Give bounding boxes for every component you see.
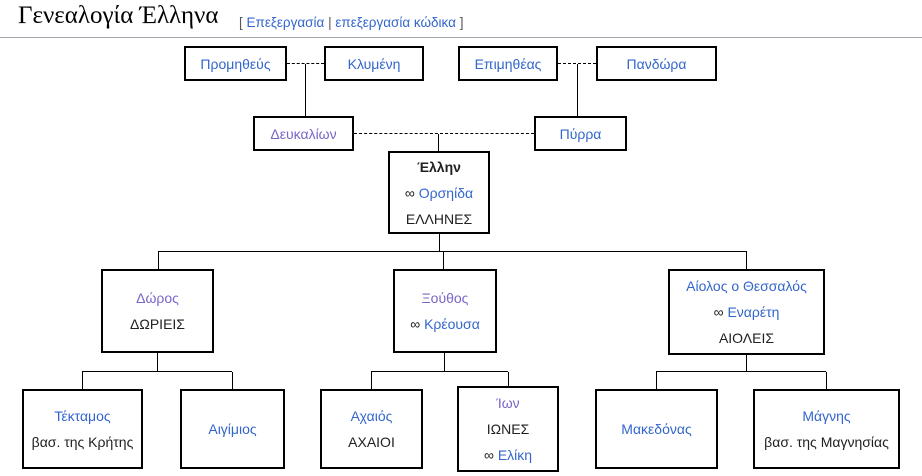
aiolos-children-rail xyxy=(656,371,826,372)
link-magnes[interactable]: Μάγνης xyxy=(802,408,851,424)
node-doros: Δώρος ΔΩΡΙΕΙΣ xyxy=(101,269,214,353)
node-magnes: Μάγνης βασ. της Μαγνησίας xyxy=(753,389,900,469)
node-aigimios: Αιγίμιος xyxy=(180,389,285,469)
link-pandora[interactable]: Πανδώρα xyxy=(626,55,687,72)
link-eliki[interactable]: Ελίκη xyxy=(497,447,533,463)
descent-line-to-pyrrha xyxy=(577,64,578,116)
infinity-symbol: ∞ xyxy=(483,447,494,463)
node-makedonas: Μακεδόνας xyxy=(595,389,718,469)
node-ion: Ίων ΙΩΝΕΣ ∞ Ελίκη xyxy=(457,386,559,472)
node-xouthos: Ξούθος ∞ Κρέουσα xyxy=(393,269,497,353)
hellen-descent-stub xyxy=(439,234,440,251)
link-xouthos[interactable]: Ξούθος xyxy=(421,290,469,306)
edit-open-bracket: [ xyxy=(239,15,243,30)
marriage-line-epimetheas-pandora xyxy=(558,63,596,64)
drop-to-aiolos xyxy=(746,252,747,269)
page-title: Γενεαλογία Έλληνα xyxy=(18,2,219,29)
ion-group: ΙΩΝΕΣ xyxy=(486,421,530,437)
xouthos-children-rail xyxy=(371,371,508,372)
node-epimetheas: Επιμηθέας xyxy=(458,46,558,81)
descent-line-to-deukalion xyxy=(305,64,306,116)
node-pyrrha: Πύρρα xyxy=(534,116,627,151)
link-kreousa[interactable]: Κρέουσα xyxy=(424,316,480,332)
magnes-subtitle: βασ. της Μαγνησίας xyxy=(764,434,889,450)
link-ion[interactable]: Ίων xyxy=(496,395,520,411)
drop-to-achaios xyxy=(371,372,372,389)
link-makedonas[interactable]: Μακεδόνας xyxy=(621,421,692,437)
aiolos-descent-stub xyxy=(746,355,747,372)
link-aiolos[interactable]: Αίολος ο Θεσσαλός xyxy=(686,278,807,294)
node-prometheus: Προμηθεύς xyxy=(184,46,287,81)
node-klymene: Κλυμένη xyxy=(324,46,424,81)
node-achaios: Αχαιός ΑΧΑΙΟΙ xyxy=(320,389,423,469)
node-tektamos: Τέκταμος βασ. της Κρήτης xyxy=(22,389,143,469)
infinity-symbol: ∞ xyxy=(713,304,724,320)
drop-to-doros xyxy=(158,252,159,269)
heading-rule xyxy=(0,37,922,38)
node-deukalion: Δευκαλίων xyxy=(253,116,354,151)
descent-line-to-hellen xyxy=(438,134,439,151)
link-doros[interactable]: Δώρος xyxy=(136,290,179,306)
link-orseida[interactable]: Ορσηίδα xyxy=(418,184,474,201)
doros-children-rail xyxy=(82,371,232,372)
marriage-line-deukalion-pyrrha xyxy=(354,133,534,134)
achaios-group: ΑΧΑΙΟΙ xyxy=(348,434,395,450)
aiolos-group: ΑΙΟΛΕΙΣ xyxy=(718,330,775,346)
hellen-group: ΕΛΛΗΝΕΣ xyxy=(405,210,473,227)
node-aiolos: Αίολος ο Θεσσαλός ∞ Εναρέτη ΑΙΟΛΕΙΣ xyxy=(668,269,825,355)
edit-separator: | xyxy=(328,15,332,30)
edit-link[interactable]: Επεξεργασία xyxy=(246,15,325,30)
drop-to-aigimios xyxy=(232,372,233,389)
infinity-symbol: ∞ xyxy=(410,316,421,332)
drop-to-xouthos xyxy=(443,252,444,269)
link-enareti[interactable]: Εναρέτη xyxy=(727,304,780,320)
link-prometheus[interactable]: Προμηθεύς xyxy=(200,55,271,72)
link-achaios[interactable]: Αχαιός xyxy=(350,408,393,424)
edit-source-link[interactable]: επεξεργασία κώδικα xyxy=(335,15,456,30)
section-edit-links: [ Επεξεργασία | επεξεργασία κώδικα ] xyxy=(239,15,463,30)
drop-to-makedonas xyxy=(656,372,657,389)
marriage-line-prometheus-klymene xyxy=(287,63,324,64)
drop-to-ion xyxy=(508,372,509,386)
xouthos-descent-stub xyxy=(444,353,445,372)
hellen-name: Έλλην xyxy=(417,158,461,175)
tektamos-subtitle: βασ. της Κρήτης xyxy=(31,434,134,450)
link-pyrrha[interactable]: Πύρρα xyxy=(559,125,602,142)
drop-to-magnes xyxy=(826,372,827,389)
node-hellen: Έλλην ∞ Ορσηίδα ΕΛΛΗΝΕΣ xyxy=(388,151,490,234)
infinity-symbol: ∞ xyxy=(404,184,415,201)
hellen-children-rail xyxy=(158,251,747,252)
node-pandora: Πανδώρα xyxy=(596,46,717,81)
link-deukalion[interactable]: Δευκαλίων xyxy=(270,125,337,142)
link-tektamos[interactable]: Τέκταμος xyxy=(54,408,111,424)
edit-close-bracket: ] xyxy=(459,15,464,30)
link-epimetheas[interactable]: Επιμηθέας xyxy=(474,55,542,72)
doros-group: ΔΩΡΙΕΙΣ xyxy=(130,316,185,332)
doros-descent-stub xyxy=(157,353,158,372)
link-aigimios[interactable]: Αιγίμιος xyxy=(208,421,257,437)
drop-to-tektamos xyxy=(82,372,83,389)
link-klymene[interactable]: Κλυμένη xyxy=(347,55,401,72)
